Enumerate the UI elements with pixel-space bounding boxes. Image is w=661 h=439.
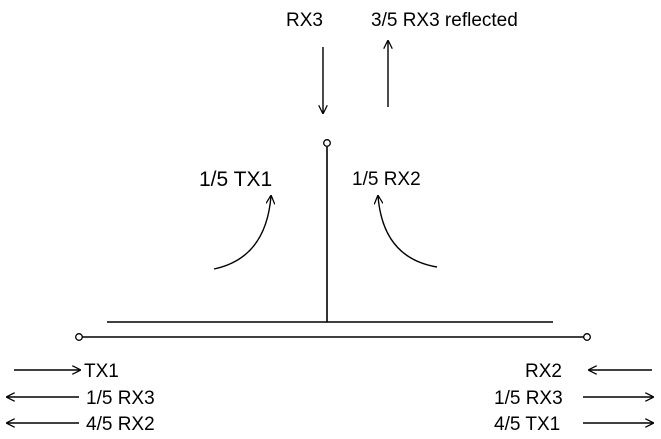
tx1-curved-arrow: [213, 196, 271, 270]
right-port-terminal: [583, 333, 591, 341]
left-port-terminal: [75, 333, 83, 341]
right-port-line2: 1/5 RX3: [494, 388, 563, 409]
right-port-line1: RX2: [525, 361, 562, 382]
left-port-line3: 4/5 RX2: [86, 414, 155, 435]
right-port-line3: 4/5 TX1: [494, 414, 560, 435]
rx3-top-label: RX3: [286, 10, 323, 31]
left-port-line2: 1/5 RX3: [86, 388, 155, 409]
stub-left-label: 1/5 TX1: [199, 168, 272, 191]
stub-right-label: 1/5 RX2: [352, 169, 421, 190]
reflected-label: 3/5 RX3 reflected: [371, 10, 518, 31]
stub-terminal: [323, 139, 331, 147]
rx2-curved-arrow: [378, 196, 438, 268]
left-port-line1: TX1: [84, 361, 119, 382]
